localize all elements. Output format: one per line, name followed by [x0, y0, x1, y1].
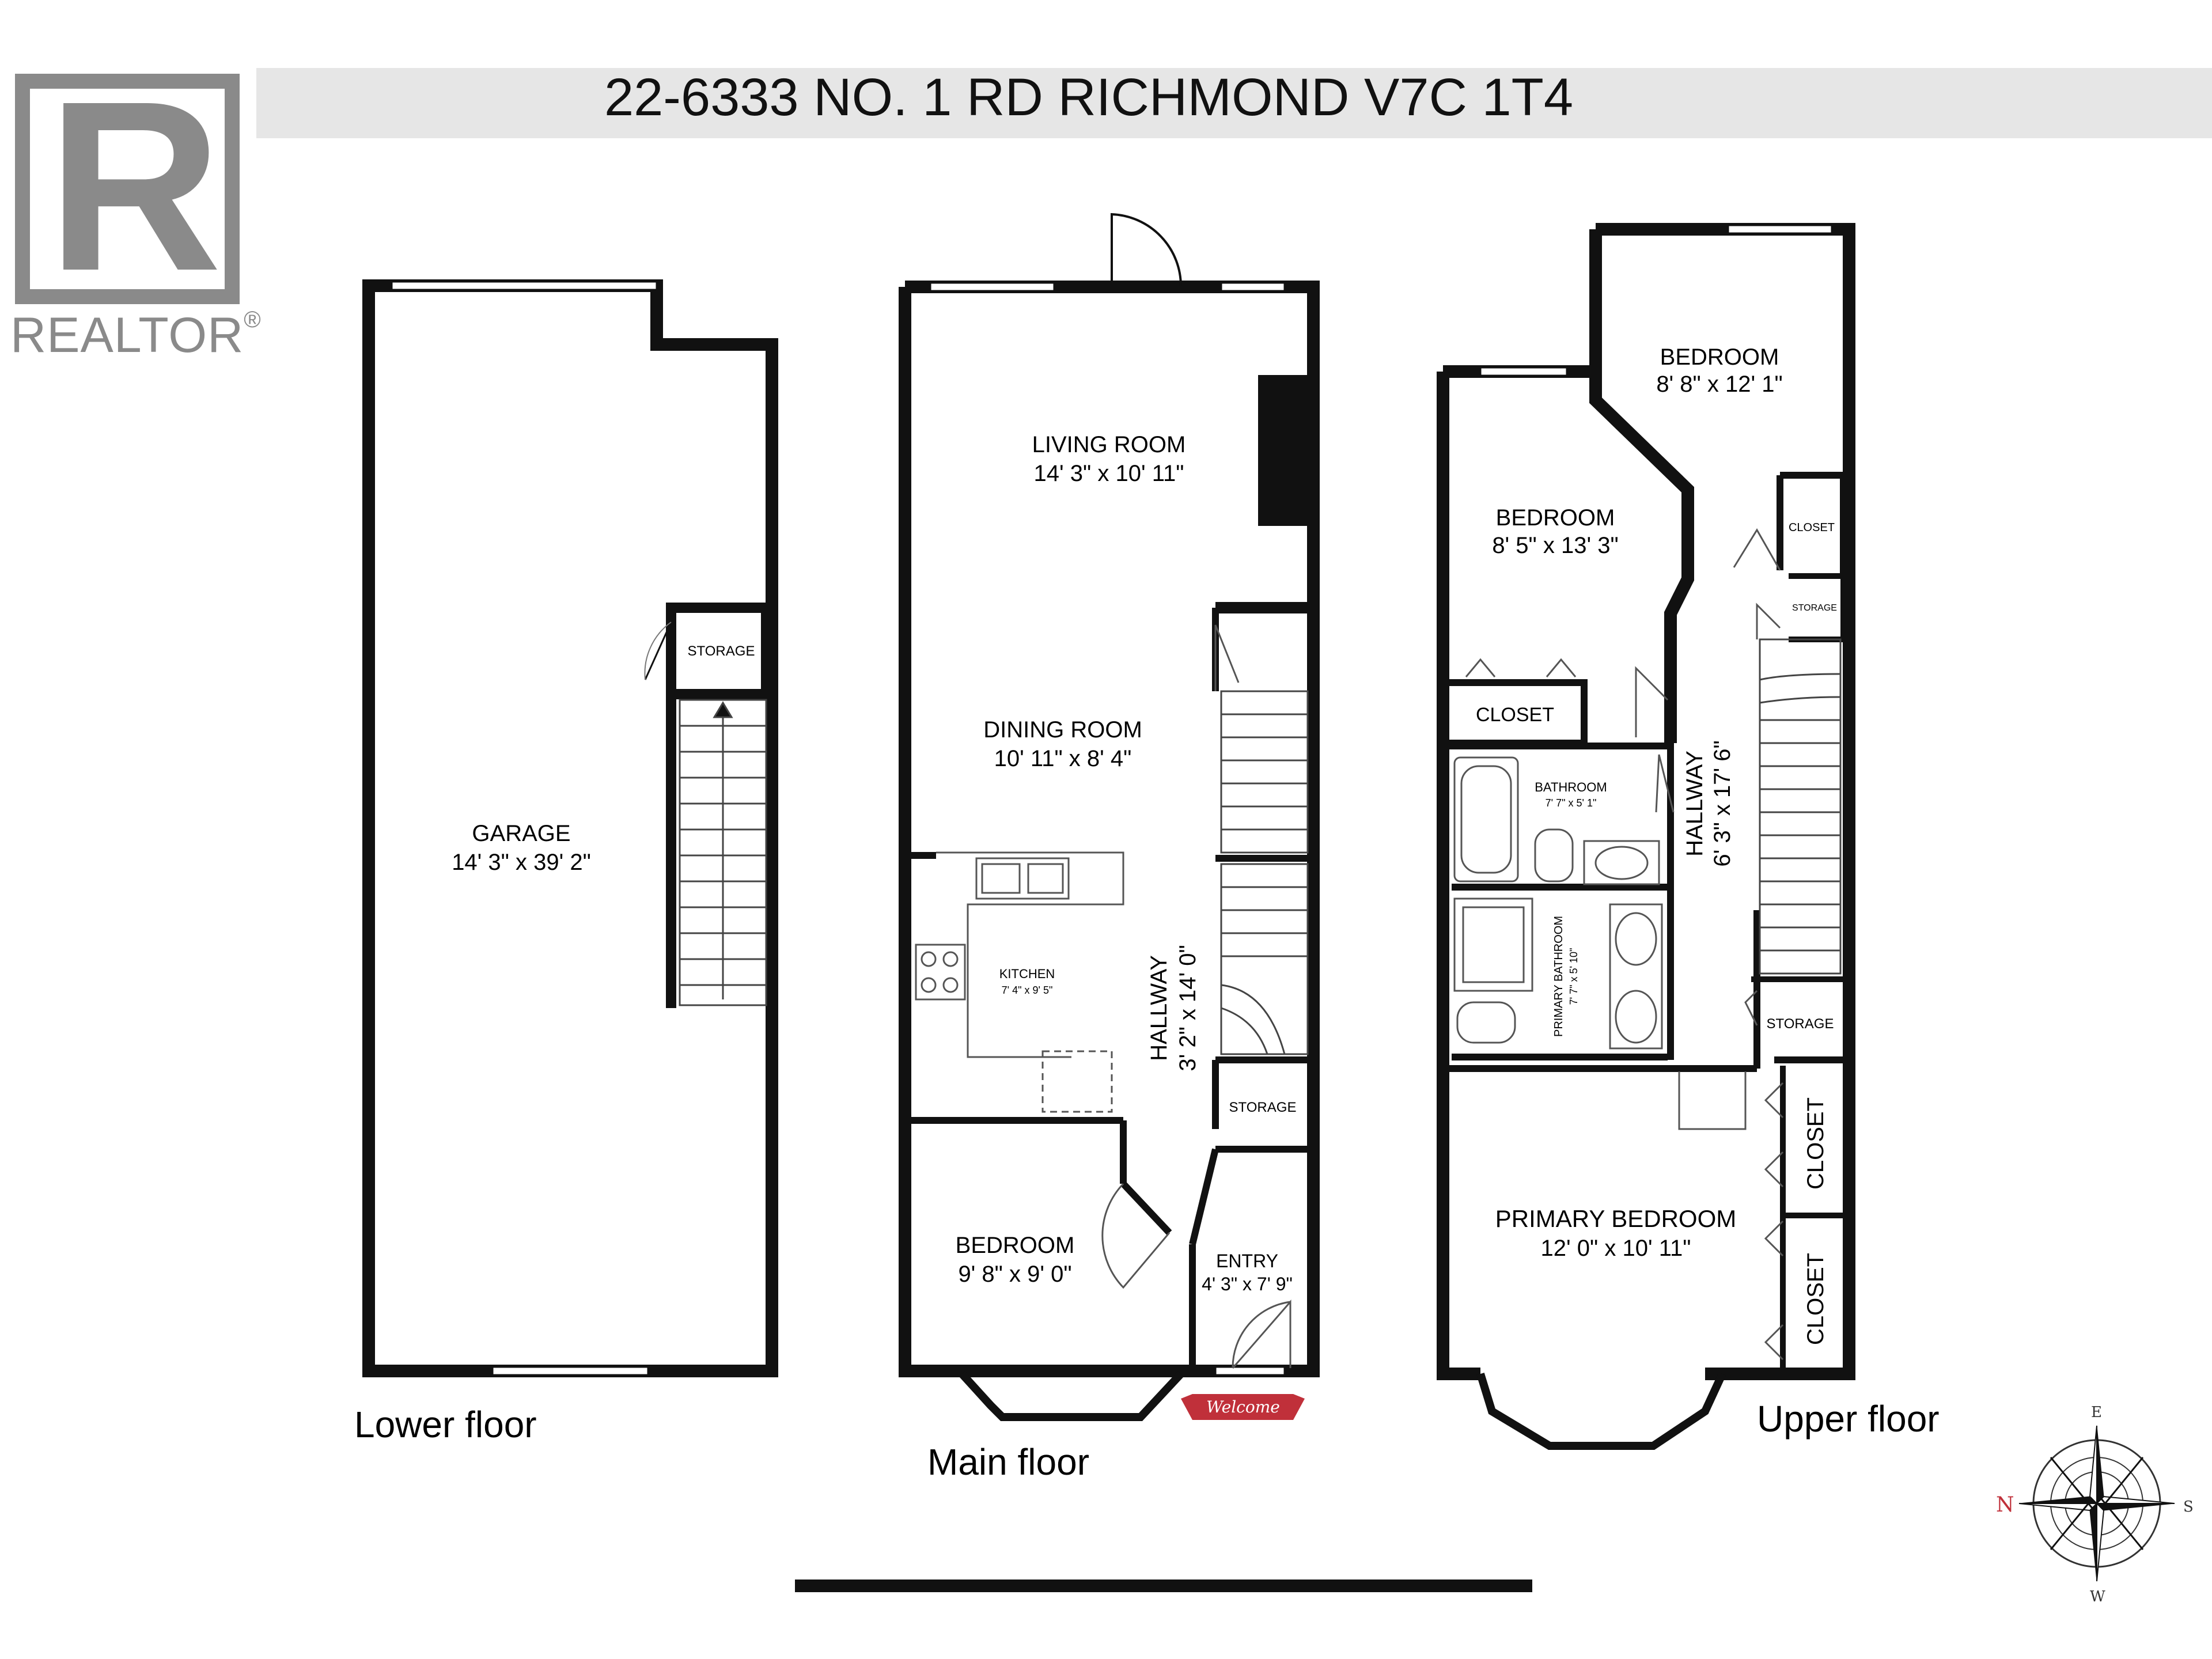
room-name: CLOSET — [1803, 1097, 1828, 1190]
room-name: PRIMARY BEDROOM — [1495, 1205, 1737, 1232]
kitchen-fixtures — [915, 851, 1124, 1113]
room-name: BEDROOM — [1496, 505, 1615, 531]
realtor-logo: R REALTOR® — [10, 66, 264, 363]
floor-label: Upper floor — [1757, 1398, 1940, 1440]
room-name: KITCHEN — [999, 967, 1055, 981]
back-door — [1111, 213, 1183, 287]
room-name: ENTRY — [1216, 1251, 1278, 1271]
room-dims: 12' 0" x 10' 11" — [1541, 1236, 1691, 1261]
room-name: HALLWAY — [1146, 955, 1172, 1061]
lower-floor — [362, 279, 778, 1377]
realtor-logo-letter: R — [47, 51, 222, 321]
welcome-mat: Welcome — [1181, 1394, 1305, 1420]
bay-window — [959, 1371, 1184, 1421]
room-name: CLOSET — [1476, 704, 1554, 726]
room-dims: 10' 11" x 8' 4" — [994, 746, 1132, 771]
main-floor — [899, 281, 1320, 1377]
room-dims: 7' 7" x 5' 1" — [1546, 797, 1597, 809]
room-dims: 14' 3" x 10' 11" — [1034, 461, 1184, 486]
title-banner — [256, 68, 2212, 138]
lower-stairs — [679, 699, 767, 1006]
room-name: LIVING ROOM — [1032, 432, 1186, 457]
room-dims: 8' 5" x 13' 3" — [1492, 533, 1618, 558]
room-name: BATHROOM — [1535, 780, 1607, 794]
compass-south: S — [2183, 1498, 2194, 1516]
upper-stairs — [1759, 638, 1842, 975]
upper-floor — [1437, 223, 1855, 1380]
compass-rose: N E S W — [1996, 1404, 2194, 1605]
compass-north: N — [1996, 1493, 2014, 1517]
realtor-logo-box: R — [15, 66, 240, 308]
door-swings — [1465, 528, 1784, 1361]
room-name: PRIMARY BATHROOM — [1552, 916, 1565, 1037]
address-title: 22-6333 NO. 1 RD RICHMOND V7C 1T4 — [604, 68, 1573, 127]
registered-mark: ® — [244, 307, 261, 332]
room-dims: 7' 4" x 9' 5" — [1002, 984, 1053, 996]
compass-west: W — [2090, 1588, 2105, 1605]
room-dims: 14' 3" x 39' 2" — [452, 850, 591, 875]
room-name: STORAGE — [1229, 1100, 1297, 1115]
room-name: CLOSET — [1803, 1253, 1828, 1345]
room-name: STORAGE — [1767, 1016, 1834, 1032]
room-dims: 8' 8" x 12' 1" — [1656, 372, 1782, 397]
room-name: CLOSET — [1789, 521, 1835, 534]
room-dims: 3' 2" x 14' 0" — [1175, 945, 1200, 1071]
room-dims: 7' 7" x 5' 10" — [1568, 948, 1580, 1005]
room-dims: 9' 8" x 9' 0" — [958, 1262, 1071, 1287]
floor-label: Main floor — [927, 1441, 1089, 1483]
room-name: BEDROOM — [956, 1233, 1075, 1258]
bathroom-fixtures — [1453, 756, 1663, 1050]
room-name: STORAGE — [1792, 603, 1837, 613]
realtor-wordmark: REALTOR — [10, 308, 244, 363]
room-name: STORAGE — [688, 643, 755, 659]
room-dims: 6' 3" x 17' 6" — [1710, 740, 1735, 866]
main-stairs — [1220, 690, 1309, 1055]
floor-label: Lower floor — [354, 1404, 537, 1445]
svg-text:Welcome: Welcome — [1206, 1397, 1280, 1416]
room-dims: 4' 3" x 7' 9" — [1202, 1274, 1293, 1294]
compass-east: E — [2091, 1404, 2102, 1421]
bay-window — [1476, 1372, 1726, 1450]
room-name: GARAGE — [472, 821, 570, 846]
room-name: HALLWAY — [1682, 751, 1707, 857]
scale-bar — [795, 1580, 1532, 1592]
room-name: BEDROOM — [1660, 344, 1779, 370]
room-name: DINING ROOM — [983, 717, 1142, 743]
